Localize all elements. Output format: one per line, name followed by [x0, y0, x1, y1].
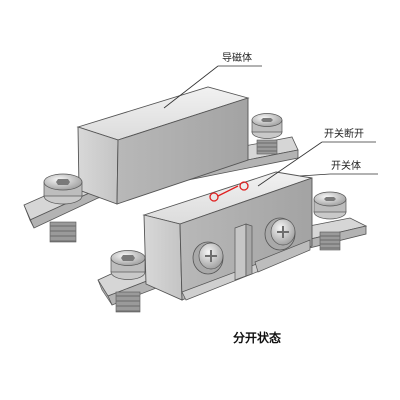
switch-terminal-bracket: [181, 223, 311, 301]
state-caption: 分开状态: [233, 331, 282, 345]
switch-left-screw: [110, 250, 146, 313]
magnet-right-screw: [251, 113, 283, 155]
switch-body-label: 开关体: [331, 161, 361, 172]
leader-switch-body: [299, 173, 331, 177]
magnet-left-screw: [43, 173, 83, 243]
leader-switch-open: [257, 141, 323, 187]
leader-magnet: [163, 65, 219, 109]
switch-right-screw: [313, 191, 347, 251]
magnet-body: [76, 86, 250, 205]
terminal-screw-right: [264, 217, 296, 251]
magnet-label: 导磁体: [222, 53, 252, 64]
switch-open-label: 开关断开: [324, 129, 364, 140]
switch-assembly: [97, 171, 368, 313]
magnet-assembly: [23, 86, 299, 243]
terminal-screw-left: [192, 241, 224, 275]
open-contact-indicator: [209, 181, 249, 202]
leader-lines: [163, 65, 378, 187]
